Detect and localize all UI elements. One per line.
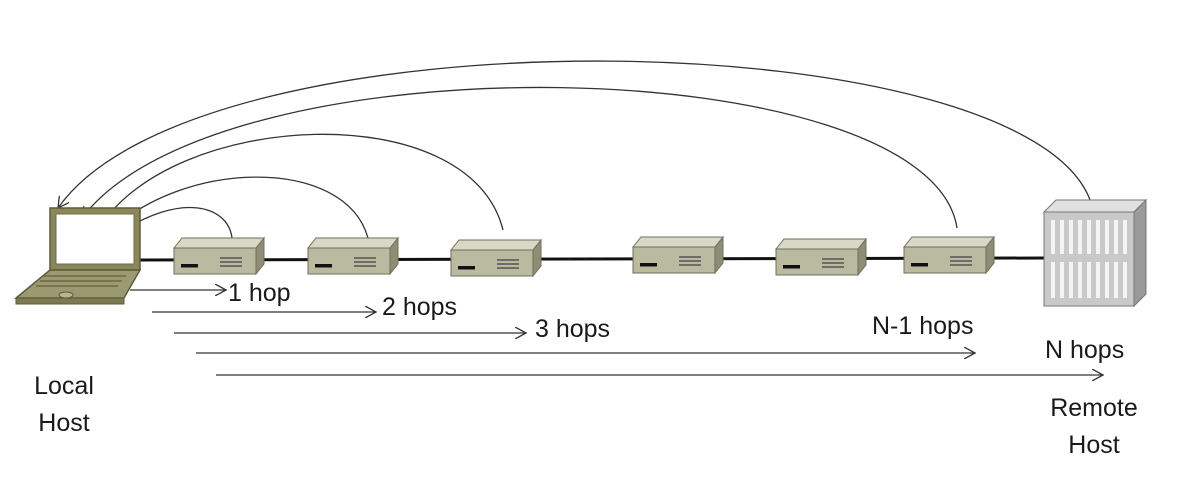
server-icon	[1042, 198, 1148, 308]
remote-host-line1: Remote	[1050, 394, 1138, 422]
local-host-label: Local Host	[18, 371, 110, 438]
hop-label-3: 3 hops	[535, 315, 611, 343]
hop-arrows	[130, 290, 1103, 375]
network-link-line	[137, 256, 1046, 262]
return-arc-hop-n-1	[82, 86, 958, 229]
router-icon-n-1	[903, 236, 995, 274]
router-icon-4	[632, 236, 724, 274]
router-icon-2	[307, 237, 399, 275]
return-arcs	[58, 60, 1093, 239]
return-arc-hop-2	[108, 176, 369, 239]
router-icon-5	[775, 238, 867, 276]
hop-label-n-1: N-1 hops	[872, 312, 974, 340]
hop-label-2: 2 hops	[382, 293, 458, 321]
return-arc-hop-n	[58, 60, 1093, 208]
hop-label-1: 1 hop	[228, 279, 291, 307]
remote-host-line2: Host	[1068, 431, 1120, 459]
local-host-line1: Local	[34, 372, 94, 400]
local-host-line2: Host	[38, 409, 90, 437]
ellipsis: . . .	[567, 240, 608, 265]
laptop-icon	[13, 207, 142, 305]
router-icon-3	[450, 239, 542, 277]
return-arc-hop-3	[98, 133, 504, 230]
remote-host-label: Remote Host	[1036, 393, 1152, 460]
hop-label-n: N hops	[1045, 336, 1125, 364]
router-icon-1	[173, 237, 265, 275]
